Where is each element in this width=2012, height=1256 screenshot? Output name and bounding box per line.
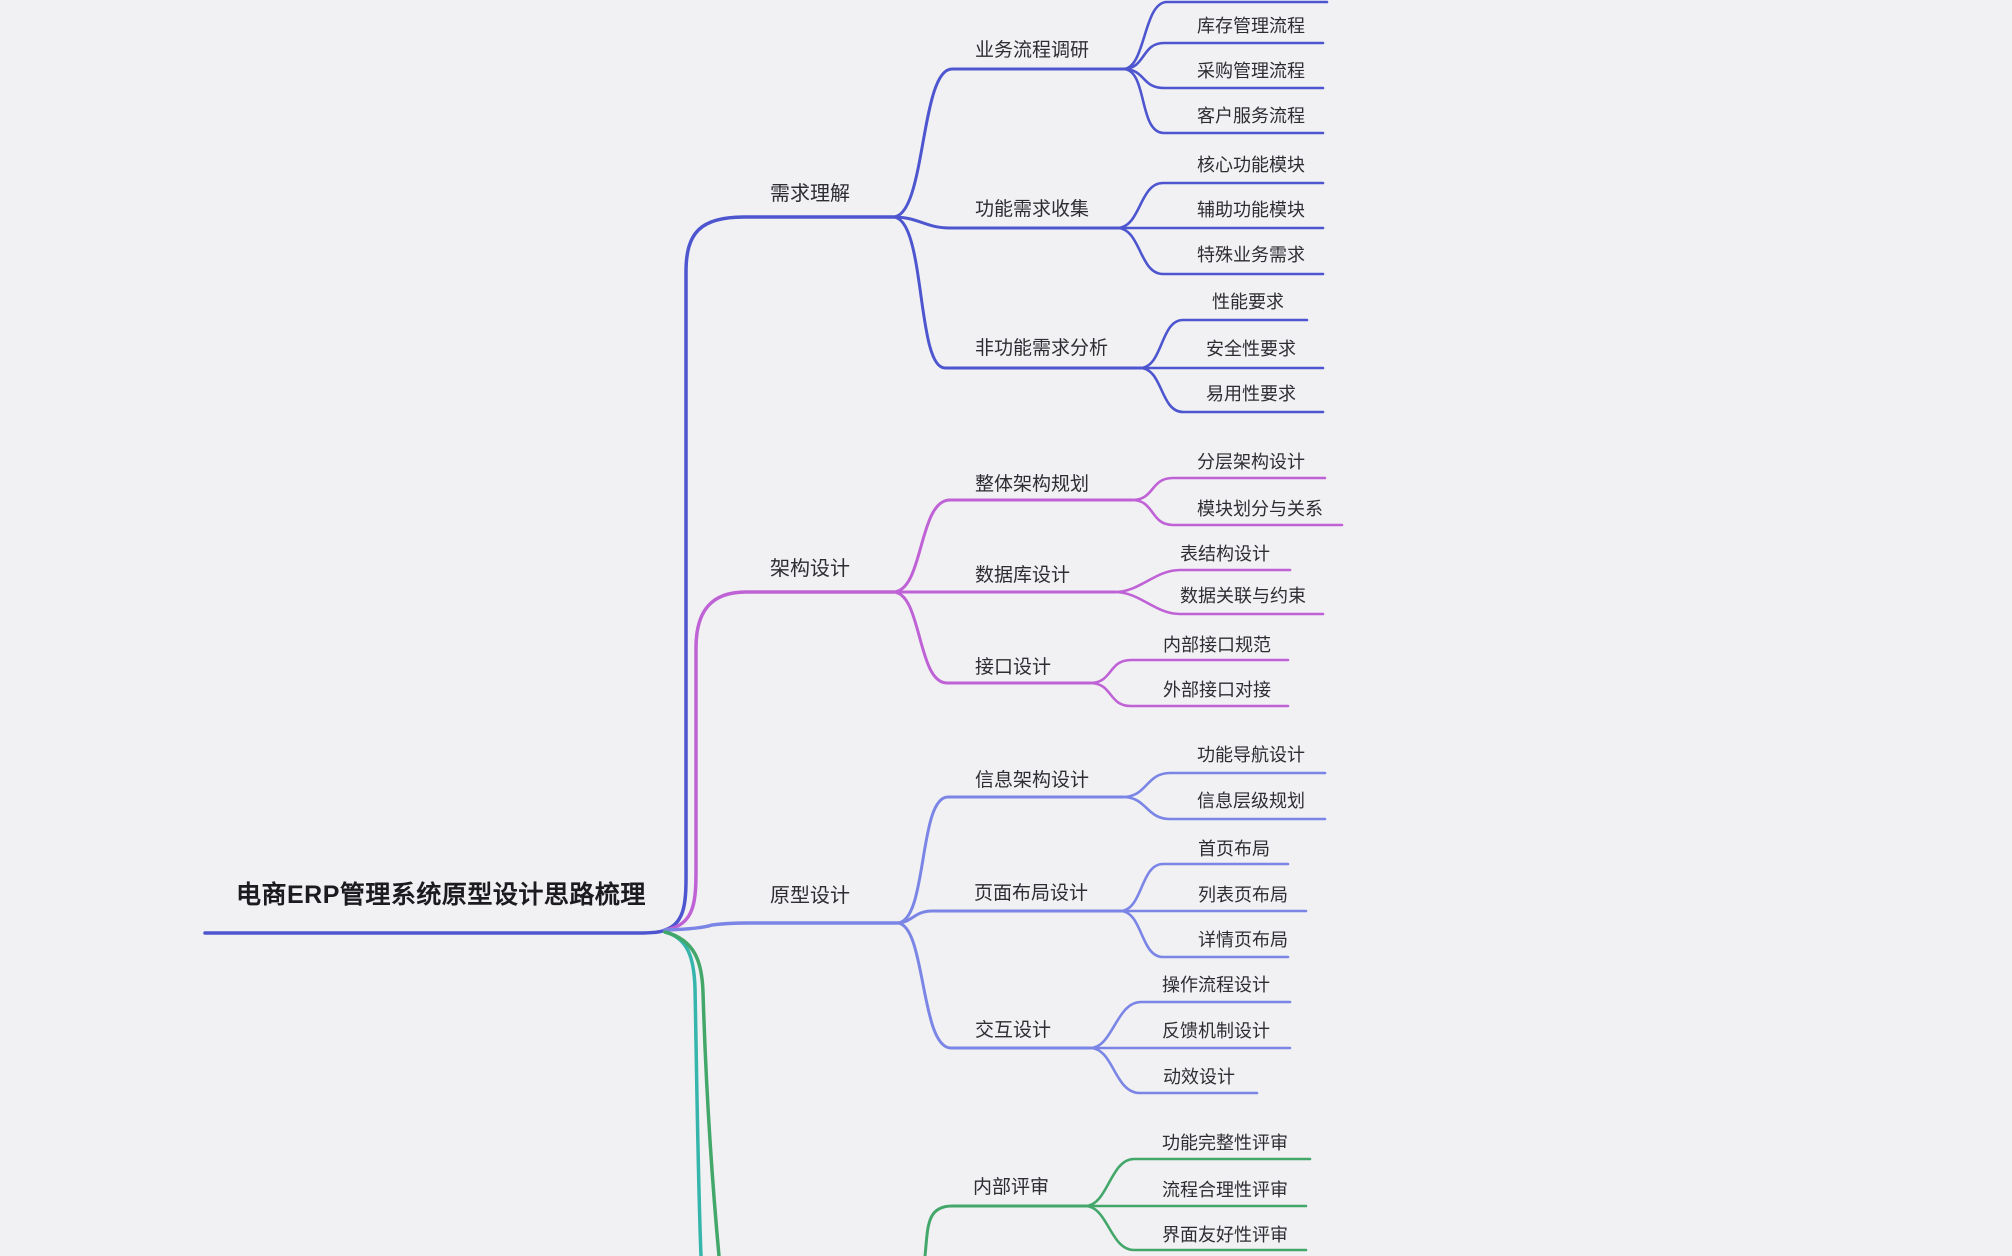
edge-layout-to-detail bbox=[1118, 909, 1290, 959]
edge-root-to-teal-branch bbox=[663, 930, 703, 1256]
edge-database-to-data-constraints bbox=[1113, 590, 1325, 616]
node-module-division[interactable]: 模块划分与关系 bbox=[1197, 499, 1323, 519]
edge-architecture-to-interface bbox=[891, 590, 1092, 685]
node-layered-architecture[interactable]: 分层架构设计 bbox=[1197, 452, 1305, 472]
node-usability-req[interactable]: 易用性要求 bbox=[1206, 384, 1296, 404]
edge-functional-to-special-needs bbox=[1115, 226, 1325, 276]
edge-overall-to-module-relations bbox=[1130, 498, 1344, 527]
node-internal-review[interactable]: 内部评审 bbox=[973, 1177, 1050, 1198]
edge-functional-to-core-modules bbox=[1115, 181, 1325, 230]
edge-interaction-to-motion bbox=[1088, 1046, 1259, 1095]
edge-root-underline bbox=[203, 928, 667, 935]
node-database-design[interactable]: 数据库设计 bbox=[975, 565, 1071, 586]
edge-nonfunctional-to-usability bbox=[1138, 366, 1325, 414]
node-ui-friendliness-review[interactable]: 界面友好性评审 bbox=[1162, 1225, 1288, 1245]
edge-offscreen-to-internal-review bbox=[923, 1204, 1087, 1256]
node-data-constraints[interactable]: 数据关联与约束 bbox=[1180, 586, 1306, 606]
node-business-process-research[interactable]: 业务流程调研 bbox=[975, 40, 1090, 61]
node-architecture[interactable]: 架构设计 bbox=[770, 558, 850, 580]
edge-prototype-to-page-layout bbox=[895, 909, 1122, 925]
node-page-layout-design[interactable]: 页面布局设计 bbox=[974, 883, 1089, 904]
node-list-layout[interactable]: 列表页布局 bbox=[1198, 885, 1288, 905]
node-requirements[interactable]: 需求理解 bbox=[770, 183, 850, 205]
edge-requirements-to-functional-collect bbox=[891, 215, 1119, 230]
node-purchasing-process[interactable]: 采购管理流程 bbox=[1197, 61, 1305, 81]
node-overall-architecture-plan[interactable]: 整体架构规划 bbox=[975, 474, 1090, 495]
node-motion-design[interactable]: 动效设计 bbox=[1163, 1067, 1235, 1087]
node-aux-modules[interactable]: 辅助功能模块 bbox=[1197, 200, 1305, 220]
edge-requirements-to-nonfunctional bbox=[891, 215, 1142, 370]
node-external-interface-connect[interactable]: 外部接口对接 bbox=[1163, 680, 1271, 700]
edge-prototype-to-info-architecture bbox=[895, 795, 1125, 925]
edge-database-to-table-structure bbox=[1113, 568, 1292, 594]
node-nav-design[interactable]: 功能导航设计 bbox=[1197, 745, 1305, 765]
node-internal-interface-spec[interactable]: 内部接口规范 bbox=[1163, 635, 1271, 655]
node-core-modules[interactable]: 核心功能模块 bbox=[1197, 155, 1305, 175]
edge-root-to-prototype bbox=[663, 921, 899, 932]
edge-business-to-clipped-top-node bbox=[1121, 0, 1329, 71]
edge-business-to-inventory bbox=[1121, 41, 1325, 71]
node-feedback-mechanism[interactable]: 反馈机制设计 bbox=[1162, 1021, 1270, 1041]
edge-infoarch-to-nav-design bbox=[1121, 771, 1327, 799]
node-operation-flow-design[interactable]: 操作流程设计 bbox=[1162, 975, 1270, 995]
edge-root-to-review-branch bbox=[663, 930, 721, 1256]
edge-prototype-to-interaction bbox=[895, 921, 1092, 1050]
edge-root-to-architecture bbox=[663, 590, 895, 932]
edge-review-to-completeness bbox=[1083, 1157, 1312, 1208]
edge-interface-to-internal-spec bbox=[1088, 658, 1290, 685]
edge-overall-to-layered-design bbox=[1130, 476, 1327, 502]
root-node-label[interactable]: 电商ERP管理系统原型设计思路梳理 bbox=[236, 881, 646, 909]
node-special-business-needs[interactable]: 特殊业务需求 bbox=[1197, 245, 1305, 265]
node-security-req[interactable]: 安全性要求 bbox=[1206, 339, 1296, 359]
edge-architecture-to-overall-plan bbox=[891, 498, 1134, 594]
edge-business-to-customer-service bbox=[1121, 67, 1325, 135]
edge-layout-to-home bbox=[1118, 862, 1290, 913]
node-home-layout[interactable]: 首页布局 bbox=[1198, 839, 1270, 859]
node-prototype[interactable]: 原型设计 bbox=[770, 885, 850, 907]
node-completeness-review[interactable]: 功能完整性评审 bbox=[1162, 1133, 1288, 1153]
edge-review-to-ui-friendliness bbox=[1083, 1204, 1308, 1252]
edge-interface-to-external-connect bbox=[1088, 681, 1290, 708]
node-info-architecture[interactable]: 信息架构设计 bbox=[975, 770, 1090, 791]
node-hierarchy-plan[interactable]: 信息层级规划 bbox=[1197, 791, 1305, 811]
node-customer-service-process[interactable]: 客户服务流程 bbox=[1197, 106, 1305, 126]
node-inventory-process[interactable]: 库存管理流程 bbox=[1197, 16, 1305, 36]
edge-requirements-to-business-research bbox=[891, 67, 1125, 219]
node-table-structure[interactable]: 表结构设计 bbox=[1180, 544, 1270, 564]
edge-interaction-to-flow-design bbox=[1088, 1000, 1292, 1050]
node-process-rationality-review[interactable]: 流程合理性评审 bbox=[1162, 1180, 1288, 1200]
node-performance-req[interactable]: 性能要求 bbox=[1212, 292, 1284, 312]
node-functional-requirements[interactable]: 功能需求收集 bbox=[975, 199, 1090, 220]
edge-nonfunctional-to-performance bbox=[1138, 318, 1309, 370]
node-detail-layout[interactable]: 详情页布局 bbox=[1198, 930, 1288, 950]
edge-root-to-requirements bbox=[663, 215, 895, 932]
node-interface-design[interactable]: 接口设计 bbox=[975, 657, 1052, 678]
edge-infoarch-to-hierarchy-plan bbox=[1121, 795, 1327, 821]
node-nonfunctional-analysis[interactable]: 非功能需求分析 bbox=[975, 338, 1109, 359]
node-interaction-design[interactable]: 交互设计 bbox=[975, 1020, 1052, 1041]
